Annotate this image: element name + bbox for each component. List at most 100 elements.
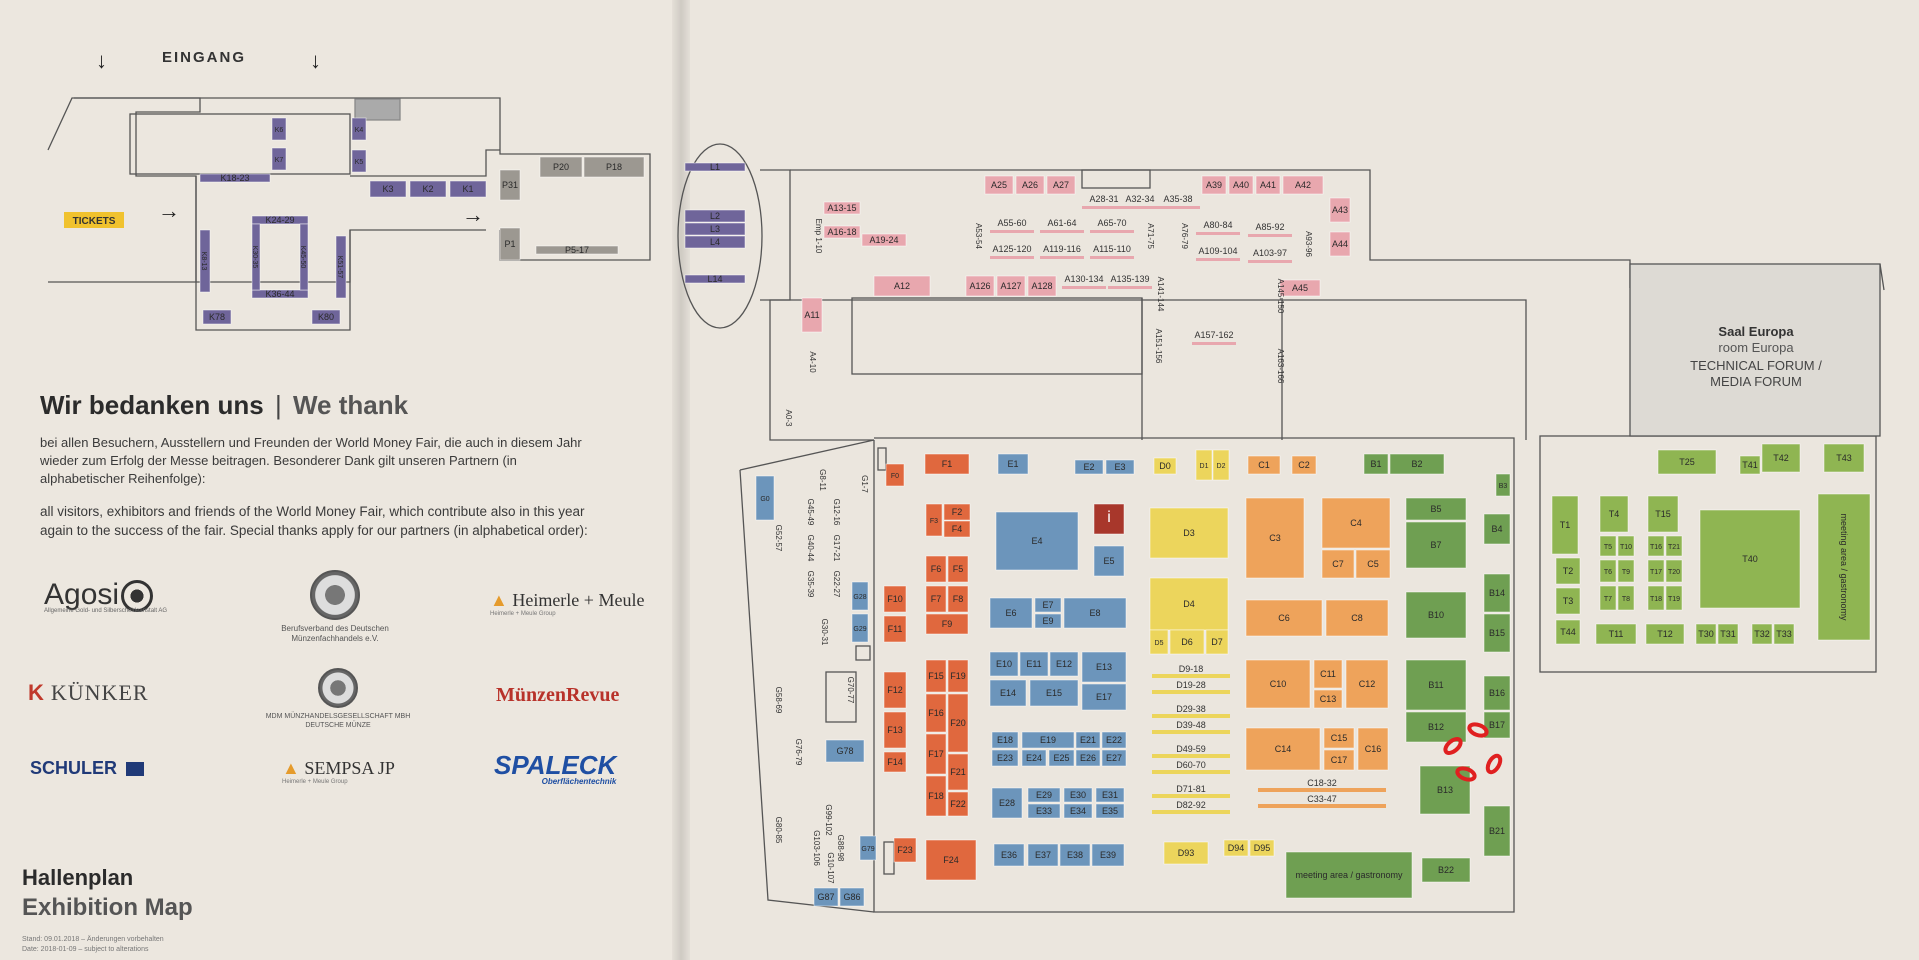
booth-shape [995,511,1079,571]
booth-P31: P31 [499,169,521,201]
booth-label: D1 [1200,463,1209,470]
saal-europa: Saal Europa room Europa TECHNICAL FORUM … [1690,324,1822,389]
booth-A11: A11 [801,297,823,333]
booth-label: F2 [952,507,963,517]
booth-shape [1029,679,1079,707]
booth-label: A44 [1332,239,1348,249]
booth-shape [925,659,947,693]
booth-shape [947,659,969,693]
booth-label: C10 [1270,679,1287,689]
booth-K8-13: K8-13 [199,229,211,293]
booth-label: E29 [1036,790,1052,800]
booth-shape [1228,175,1254,195]
booth-shape [1049,651,1079,677]
area-label: A32-34 [1125,194,1154,204]
booth-label: E14 [1000,688,1016,698]
booth-C15: C15 [1323,727,1355,749]
booth-shape [1595,623,1637,645]
booth-A25: A25 [984,175,1014,195]
booth-shape [1027,275,1057,297]
booth-T20: T20 [1665,559,1683,583]
booth-shape [1093,503,1125,535]
thanks-text-de: bei allen Besuchern, Ausstellern und Fre… [40,435,582,486]
booth-shape [684,162,746,172]
partner-schuler-logo: SCHULER [30,758,145,779]
booth-shape [925,613,969,635]
stripe-label: D71-81 [1176,784,1206,794]
stripes-layer: D9-18D19-28D29-38D39-48D49-59D60-70D71-8… [1152,664,1386,814]
booth-B12: B12 [1405,711,1467,743]
vertical-area-label: G1-7 [860,475,869,493]
booth-T25: T25 [1657,449,1717,475]
booth-D3: D3 [1149,507,1229,559]
pink-booth-row [1040,230,1084,233]
booth-label: A16-18 [827,227,856,237]
booth-shape [1599,559,1617,583]
booth-label: E22 [1106,735,1122,745]
booth-info: i [1093,503,1125,535]
booth-label: C4 [1350,518,1362,528]
booth-label: T32 [1754,629,1770,639]
vertical-area-label: A151-156 [1154,329,1163,364]
booth-shape [996,275,1026,297]
booth-F7: F7 [925,585,947,613]
stripe-booth-row [1152,714,1230,718]
booth-E39: E39 [1091,843,1125,867]
booth-F15: F15 [925,659,947,693]
booth-label: T3 [1563,596,1574,606]
booth-shape [1647,495,1679,533]
booth-label: G29 [853,626,866,633]
partner-berufsverband-logo: Berufsverband des Deutschen Münzenfachha… [270,570,400,644]
booth-shape [1345,659,1389,709]
booth-shape [1059,843,1091,867]
booth-B21: B21 [1483,805,1511,857]
stripe-booth-row [1152,674,1230,678]
booth-T41: T41 [1739,455,1761,475]
booth-shape [825,739,865,763]
booth-label: G79 [861,846,874,853]
booth-K2: K2 [409,180,447,198]
booth-G29: G29 [851,613,869,643]
booth-shape [925,503,943,537]
booth-E4: E4 [995,511,1079,571]
area-label: A125-120 [992,244,1031,254]
booth-shape [1074,459,1104,475]
booth-shape [1389,453,1445,475]
booth-shape [1751,623,1773,645]
vertical-area-label: G35-39 [806,571,815,598]
booth-label: E24 [1026,753,1042,763]
booth-shape [989,679,1027,707]
booth-T5: T5 [1599,535,1617,557]
booth-label: K1 [462,184,473,194]
booth-label: T25 [1679,457,1695,467]
booth-shape [1101,731,1127,749]
booth-label: E27 [1106,753,1122,763]
booth-label: T7 [1604,596,1612,603]
booth-label: C11 [1320,669,1336,679]
booth-shape [1201,175,1227,195]
booth-shape [449,180,487,198]
booth-label: D5 [1155,640,1164,647]
booth-B15: B15 [1483,613,1511,653]
booth-label: K80 [318,312,334,322]
partner-mdm-logo: MDM MÜNZHANDELSGESELLSCHAFT MBH DEUTSCHE… [258,668,418,730]
booth-L3: L3 [684,222,746,236]
booth-label: A42 [1295,180,1311,190]
booth-A126: A126 [965,275,995,297]
booth-label: F13 [887,725,903,735]
booth-label: i [1107,509,1111,526]
booth-C10: C10 [1245,659,1311,709]
booth-shape [299,223,309,291]
booth-shape [823,201,861,215]
agosi-name: Agosi [44,578,120,611]
booth-shape [1015,175,1045,195]
booth-shape [947,693,969,753]
booth-T6: T6 [1599,559,1617,583]
booth-label: E38 [1067,850,1083,860]
booth-D6: D6 [1169,629,1205,655]
booth-label: F20 [950,718,966,728]
booth-E37: E37 [1027,843,1059,867]
booth-shape [1329,231,1351,257]
pink-booth-row [1090,230,1134,233]
